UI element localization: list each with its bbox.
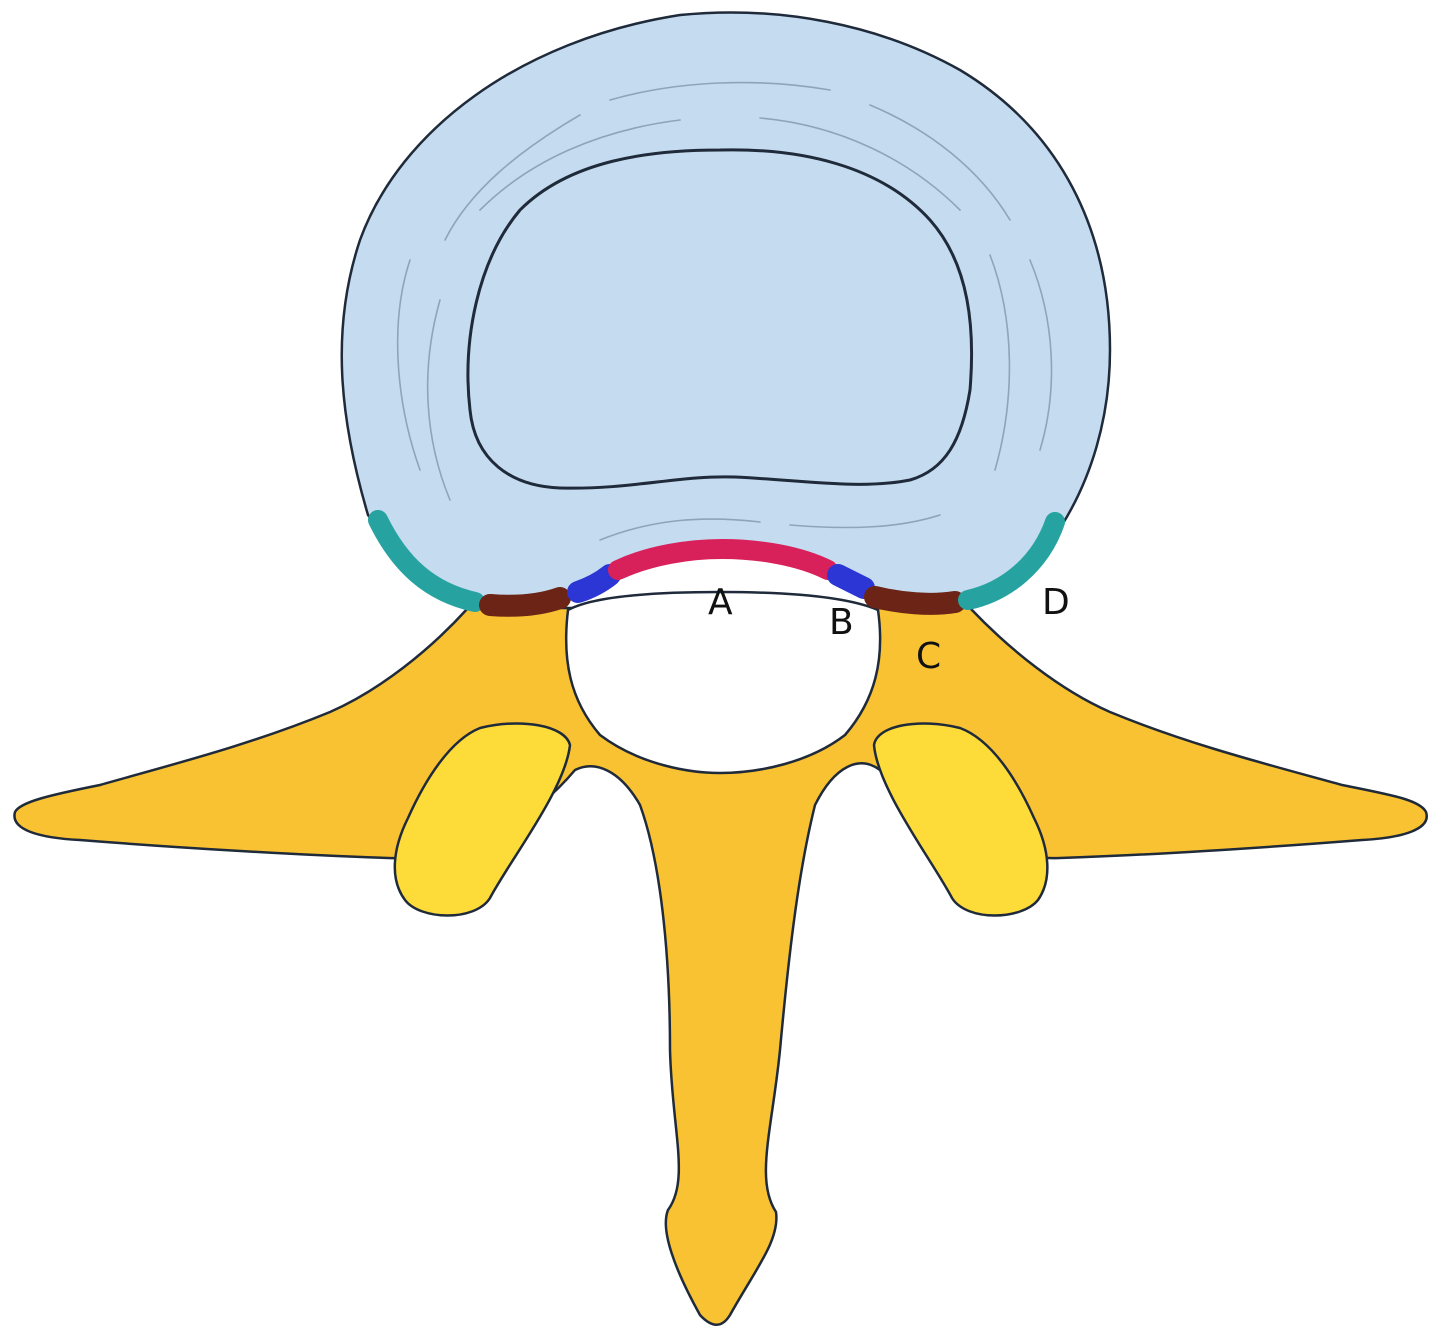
central-zone-band <box>618 549 828 570</box>
zone-label-d: D <box>1042 582 1070 623</box>
foraminal-zone-band-left <box>490 598 560 606</box>
intervertebral-disc <box>342 12 1110 605</box>
zone-label-c: C <box>916 636 941 677</box>
zone-label-b: B <box>829 602 854 643</box>
zone-label-a: A <box>708 582 733 623</box>
subarticular-zone-band-right <box>838 575 864 588</box>
foraminal-zone-band-right <box>875 597 955 604</box>
